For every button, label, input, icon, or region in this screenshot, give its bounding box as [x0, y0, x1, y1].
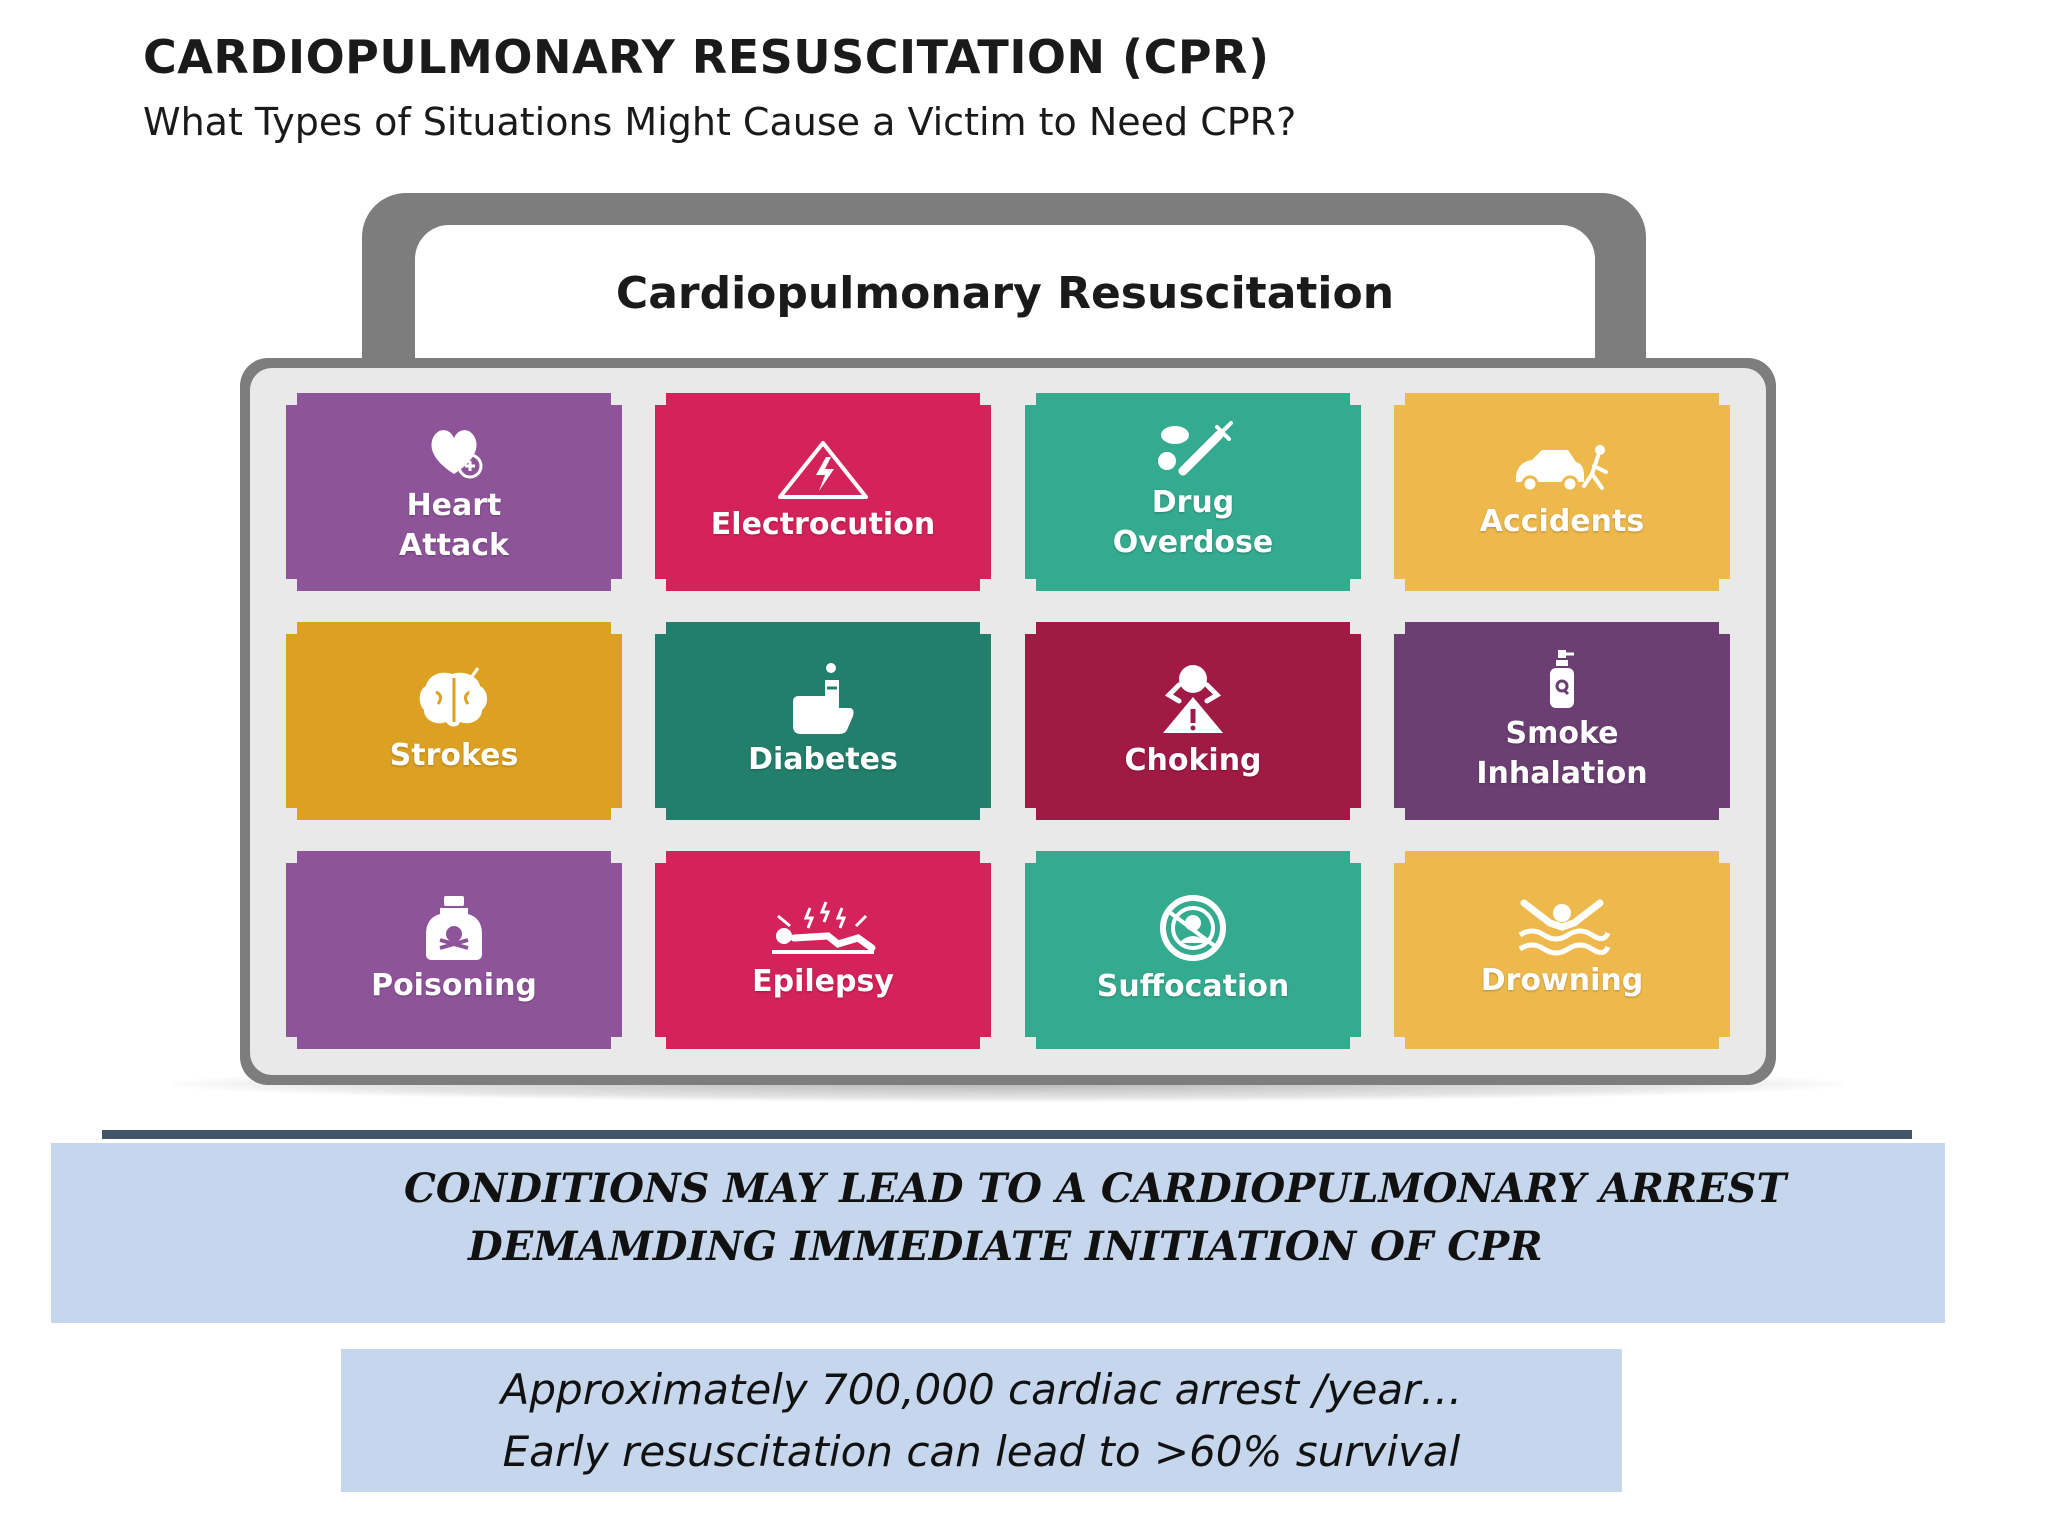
tile-epilepsy: Epilepsy [655, 851, 991, 1049]
tile-label: Diabetes [748, 742, 898, 777]
pill-syringe-icon [1153, 421, 1233, 479]
suffocation-icon [1158, 893, 1228, 963]
electric-hazard-icon [776, 439, 870, 501]
tile-drug-overdose: Drug Overdose [1025, 393, 1361, 591]
choking-person-icon [1157, 661, 1229, 737]
tile-heart-attack: Heart Attack [286, 393, 622, 591]
tile-label: Poisoning [371, 968, 537, 1003]
finger-prick-icon [787, 662, 859, 736]
poison-bottle-icon [422, 894, 486, 962]
tile-diabetes: Diabetes [655, 622, 991, 820]
heart-icon [422, 418, 486, 482]
tile-electrocution: Electrocution [655, 393, 991, 591]
tile-accidents: Accidents [1394, 393, 1730, 591]
page-subtitle: What Types of Situations Might Cause a V… [143, 100, 1297, 144]
inhaler-icon [1542, 648, 1582, 710]
diagram-heading: Cardiopulmonary Resuscitation [615, 267, 1395, 319]
tile-label: Drowning [1480, 963, 1644, 998]
tile-label: Strokes [389, 738, 519, 773]
tile-poisoning: Poisoning [286, 851, 622, 1049]
stats-box: Approximately 700,000 cardiac arrest /ye… [341, 1349, 1622, 1492]
tile-suffocation: Suffocation [1025, 851, 1361, 1049]
conditions-banner: CONDITIONS MAY LEAD TO A CARDIOPULMONARY… [51, 1143, 1945, 1323]
page-title: CARDIOPULMONARY RESUSCITATION (CPR) [143, 30, 1270, 84]
tile-drowning: Drowning [1394, 851, 1730, 1049]
seizure-icon [768, 898, 878, 958]
stats-line-2: Early resuscitation can lead to >60% sur… [502, 1427, 1461, 1476]
tile-label: Drug Overdose [1112, 485, 1274, 560]
tile-strokes: Strokes [286, 622, 622, 820]
car-accident-icon [1512, 442, 1612, 498]
tile-smoke-inhalation: Smoke Inhalation [1394, 622, 1730, 820]
stats-line-1: Approximately 700,000 cardiac arrest /ye… [500, 1365, 1463, 1414]
tile-label: Choking [1124, 743, 1262, 778]
tile-label: Heart Attack [399, 488, 509, 563]
section-divider [102, 1130, 1912, 1139]
tile-label: Suffocation [1096, 969, 1290, 1004]
tile-label: Epilepsy [752, 964, 894, 999]
drowning-icon [1512, 899, 1612, 957]
brain-icon [414, 666, 494, 732]
banner-line-1: CONDITIONS MAY LEAD TO A CARDIOPULMONARY… [404, 1165, 1787, 1212]
tile-label: Electrocution [710, 507, 936, 542]
tile-label: Accidents [1479, 504, 1645, 539]
tile-choking: Choking [1025, 622, 1361, 820]
tile-label: Smoke Inhalation [1476, 716, 1648, 791]
banner-line-2: DEMAMDING IMMEDIATE INITIATION OF CPR [468, 1223, 1543, 1270]
